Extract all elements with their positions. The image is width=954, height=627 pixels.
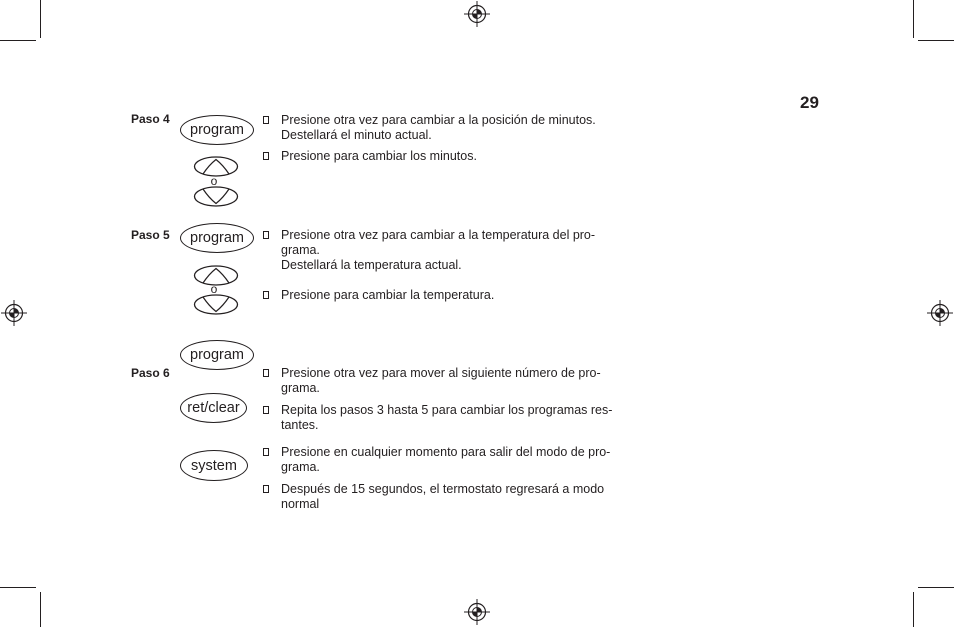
crop-mark-top-right-vertical — [913, 0, 914, 38]
down-arrow-icon — [193, 294, 239, 315]
instruction-line: Después de 15 segundos, el termostato re… — [281, 482, 605, 496]
bullet-icon — [263, 448, 269, 456]
page-number: 29 — [800, 93, 819, 112]
bullet-icon — [263, 116, 269, 124]
instruction-item: Después de 15 segundos, el termostato re… — [263, 482, 605, 512]
instruction-line: Presione otra vez para cambiar a la posi… — [281, 113, 596, 127]
instruction-item: Presione otra vez para mover al siguient… — [263, 366, 601, 396]
instruction-line: Presione para cambiar la temperatura. — [281, 288, 495, 302]
crop-mark-bottom-left-vertical — [40, 592, 41, 627]
instruction-item: Presione otra vez para cambiar a la temp… — [263, 228, 596, 273]
bullet-icon — [263, 369, 269, 377]
instruction-line: Presione otra vez para mover al siguient… — [281, 366, 601, 380]
system-button-illustration: system — [180, 450, 248, 481]
up-arrow-icon — [193, 265, 239, 286]
instruction-line: normal — [281, 497, 320, 511]
instruction-line: tantes. — [281, 418, 319, 432]
instruction-item: Presione para cambiar la temperatura. — [263, 288, 495, 303]
instruction-line: grama. — [281, 243, 320, 257]
registration-mark-icon — [464, 1, 490, 27]
registration-mark-icon — [1, 300, 27, 326]
bullet-icon — [263, 152, 269, 160]
program-button-illustration: program — [180, 340, 254, 370]
instruction-line: Presione para cambiar los minutos. — [281, 149, 477, 163]
registration-mark-icon — [927, 300, 953, 326]
crop-mark-bottom-right-horizontal — [918, 587, 954, 588]
instruction-line: Destellará la temperatura actual. — [281, 258, 462, 272]
registration-mark-icon — [464, 599, 490, 625]
bullet-icon — [263, 231, 269, 239]
instruction-line: grama. — [281, 460, 320, 474]
instruction-item: Presione en cualquier momento para salir… — [263, 445, 611, 475]
instruction-line: grama. — [281, 381, 320, 395]
instruction-line: Presione otra vez para cambiar a la temp… — [281, 228, 596, 242]
crop-mark-top-left-vertical — [40, 0, 41, 38]
crop-mark-top-left-horizontal — [0, 40, 36, 41]
program-button-illustration: program — [180, 223, 254, 253]
bullet-icon — [263, 291, 269, 299]
crop-mark-bottom-left-horizontal — [0, 587, 36, 588]
instruction-item: Presione otra vez para cambiar a la posi… — [263, 113, 596, 143]
instruction-line: Destellará el minuto actual. — [281, 128, 432, 142]
or-separator: o — [210, 282, 218, 296]
program-button-illustration: program — [180, 115, 254, 145]
up-arrow-icon — [193, 156, 239, 177]
step-4-label: Paso 4 — [131, 112, 170, 126]
instruction-item: Repita los pasos 3 hasta 5 para cambiar … — [263, 403, 613, 433]
instruction-line: Repita los pasos 3 hasta 5 para cambiar … — [281, 403, 613, 417]
bullet-icon — [263, 485, 269, 493]
step-5-label: Paso 5 — [131, 228, 170, 242]
down-arrow-icon — [193, 186, 239, 207]
crop-mark-bottom-right-vertical — [913, 592, 914, 627]
instruction-item: Presione para cambiar los minutos. — [263, 149, 477, 164]
or-separator: o — [210, 174, 218, 188]
crop-mark-top-right-horizontal — [918, 40, 954, 41]
ret-clear-button-illustration: ret/clear — [180, 393, 247, 423]
bullet-icon — [263, 406, 269, 414]
step-6-label: Paso 6 — [131, 366, 170, 380]
instruction-line: Presione en cualquier momento para salir… — [281, 445, 611, 459]
